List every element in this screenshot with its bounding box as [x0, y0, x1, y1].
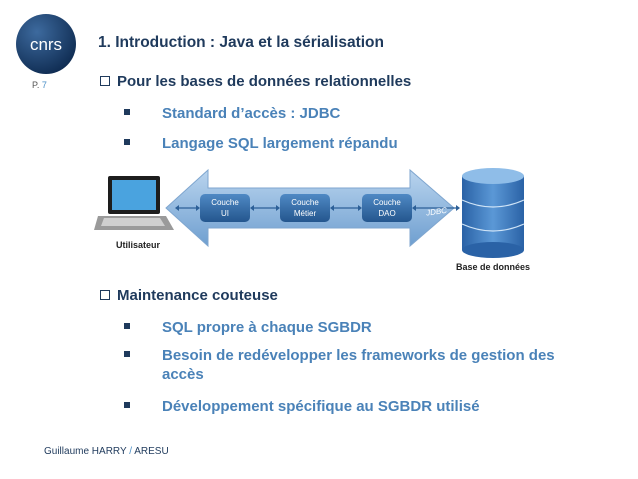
user-label: Utilisateur — [116, 240, 161, 250]
page-prefix: P. — [32, 80, 40, 90]
page-number: P. 7 — [32, 80, 47, 90]
sub-bullet-frameworks-text: Besoin de redévelopper les frameworks de… — [162, 347, 555, 383]
footer-separator: / — [129, 446, 133, 457]
layer-business-line2: Métier — [294, 209, 317, 218]
layer-ui-line1: Couche — [211, 198, 239, 207]
footer-org: ARESU — [134, 446, 169, 457]
sub-bullet-sql-text: Langage SQL largement répandu — [162, 135, 398, 152]
sub-bullet-jdbc: Standard d’accès : JDBC — [124, 104, 340, 123]
database-icon — [461, 168, 525, 258]
layer-ui-line2: UI — [221, 209, 229, 218]
layer-dao-line1: Couche — [373, 198, 401, 207]
checkbox-bullet-icon — [100, 290, 110, 300]
laptop-icon — [94, 176, 174, 230]
jdbc-label: JDBC — [425, 206, 448, 218]
sub-bullet-specific-dev-text: Développement spécifique au SGBDR utilis… — [162, 398, 480, 415]
bullet-maintenance-text: Maintenance couteuse — [117, 287, 278, 304]
square-bullet-icon — [124, 402, 130, 408]
footer-author: Guillaume HARRY — [44, 446, 127, 457]
sub-bullet-specific-dev: Développement spécifique au SGBDR utilis… — [124, 397, 480, 416]
square-bullet-icon — [124, 139, 130, 145]
bullet-relational-db: Pour les bases de données relationnelles — [100, 73, 411, 90]
cnrs-logo: cnrs — [16, 14, 76, 74]
database-label: Base de données — [456, 262, 530, 272]
layer-connectors — [175, 205, 460, 211]
square-bullet-icon — [124, 351, 130, 357]
sub-bullet-sgbdr: SQL propre à chaque SGBDR — [124, 318, 372, 337]
layer-business-box: Couche Métier — [280, 194, 330, 222]
layer-business-line1: Couche — [291, 198, 319, 207]
bullet-relational-db-text: Pour les bases de données relationnelles — [117, 73, 412, 90]
sub-bullet-jdbc-text: Standard d’accès : JDBC — [162, 105, 341, 122]
layer-ui-box: Couche UI — [200, 194, 250, 222]
slide-title: 1. Introduction : Java et la sérialisati… — [98, 34, 384, 51]
footer: Guillaume HARRY / ARESU — [44, 446, 169, 457]
page-number-value: 7 — [41, 80, 47, 90]
layer-dao-line2: DAO — [378, 209, 395, 218]
square-bullet-icon — [124, 323, 130, 329]
square-bullet-icon — [124, 109, 130, 115]
bullet-maintenance: Maintenance couteuse — [100, 287, 278, 304]
sub-bullet-sgbdr-text: SQL propre à chaque SGBDR — [162, 319, 372, 336]
layer-dao-box: Couche DAO — [362, 194, 412, 222]
cnrs-logo-text: cnrs — [30, 35, 62, 54]
sub-bullet-frameworks: Besoin de redévelopper les frameworks de… — [124, 346, 594, 384]
architecture-diagram: Utilisateur Couche UI Couche Métier Couc… — [94, 168, 530, 272]
checkbox-bullet-icon — [100, 76, 110, 86]
sub-bullet-sql: Langage SQL largement répandu — [124, 134, 398, 153]
